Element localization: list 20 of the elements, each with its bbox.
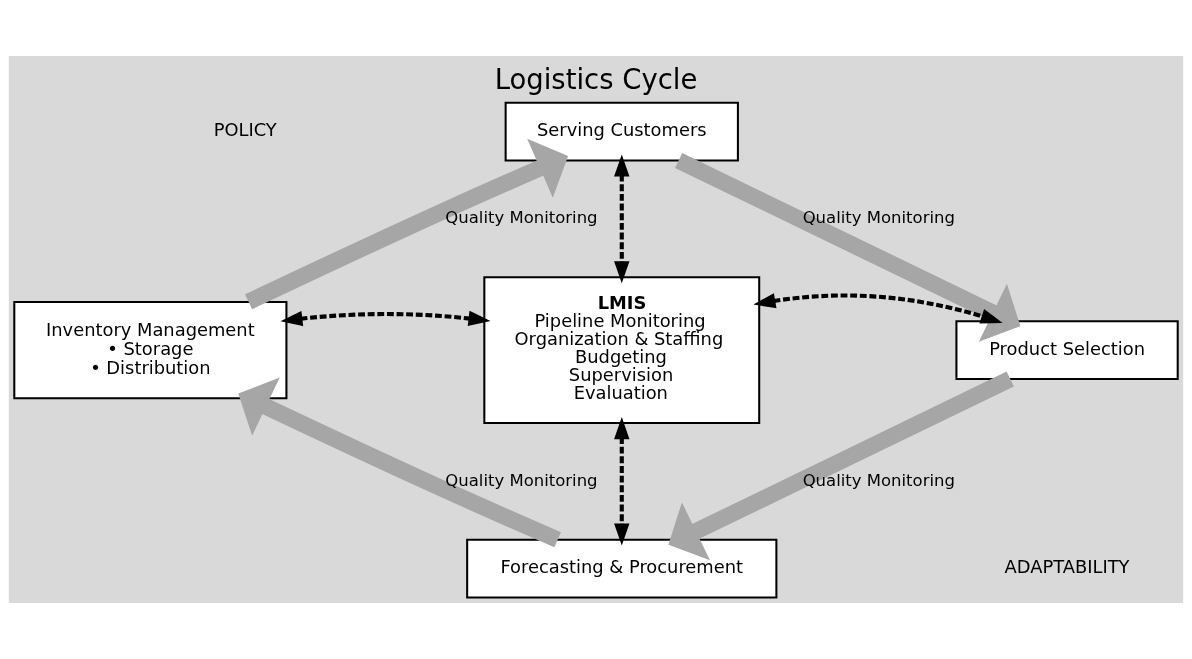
node-box: Serving Customers [504, 101, 739, 162]
arrow [245, 138, 569, 310]
node-box: Inventory Management • Storage • Distribution [13, 301, 288, 400]
arrow [675, 153, 1021, 342]
node-box: Product Selection [955, 320, 1179, 380]
arrow [668, 371, 1014, 561]
label: ADAPTABILITY [1004, 556, 1130, 578]
edge-label: Quality Monitoring [445, 470, 598, 490]
arrow [614, 417, 630, 546]
edge-label: Quality Monitoring [802, 470, 955, 490]
arrow [614, 154, 630, 284]
edge-label: Quality Monitoring [802, 208, 955, 228]
node-box: Forecasting & Procurement [466, 538, 778, 599]
arrow [280, 310, 491, 327]
arrow [753, 293, 1003, 324]
node-box: LMIS Pipeline Monitoring Organization & Staffing Budgeting Supervision Evaluation [483, 276, 761, 424]
arrow [238, 377, 561, 548]
edge-label: Quality Monitoring [445, 208, 598, 228]
diagram-title: Logistics Cycle [494, 62, 698, 95]
label: POLICY [213, 119, 277, 141]
